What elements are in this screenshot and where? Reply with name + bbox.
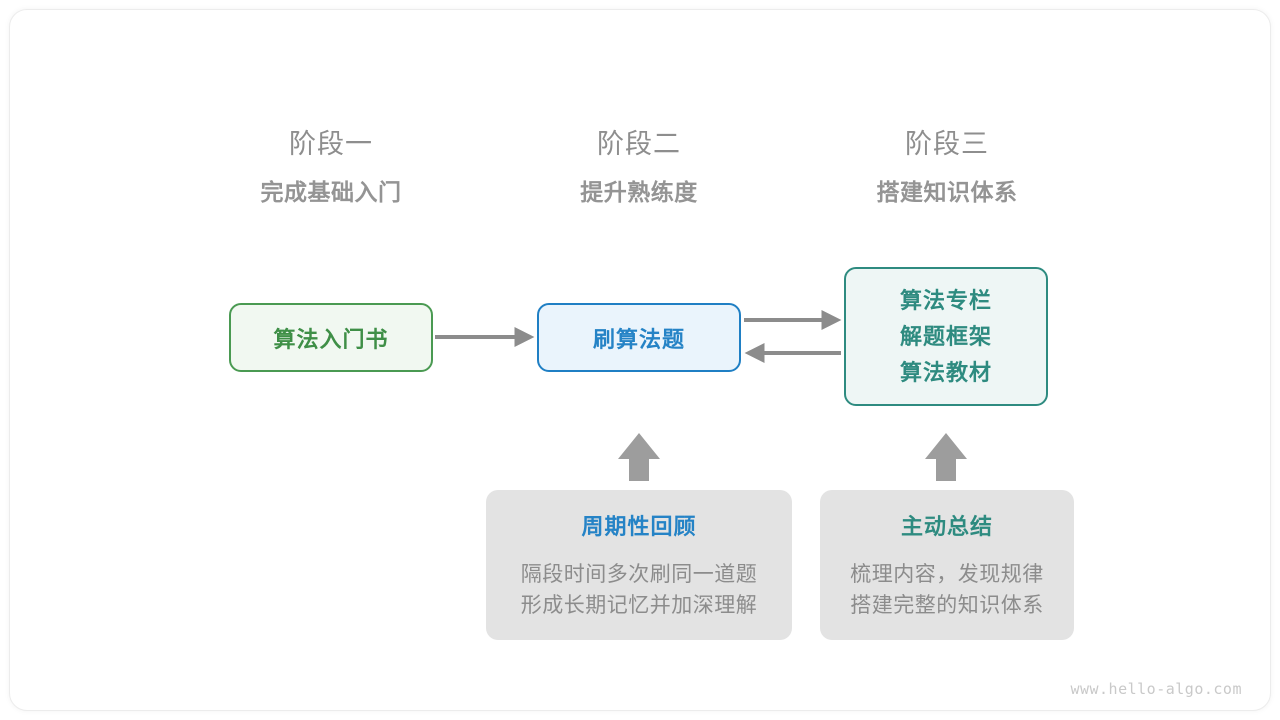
stage-2-title: 阶段二 [597,129,681,159]
stage-header-2: 阶段二 提升熟练度 [509,126,769,209]
node-knowledge-line-3: 算法教材 [899,359,992,385]
info-card-periodic-review-title: 周期性回顾 [581,514,697,539]
stage-1-title: 阶段一 [289,129,373,159]
node-intro-book-label: 算法入门书 [273,326,389,352]
node-knowledge-line-1: 算法专栏 [899,287,992,313]
stage-3-subtitle: 搭建知识体系 [876,179,1018,205]
stage-1-subtitle: 完成基础入门 [260,179,402,205]
stage-3-title: 阶段三 [905,129,989,159]
node-practice-label: 刷算法题 [592,326,685,352]
info-card-active-summary-body: 梳理内容，发现规律 搭建完整的知识体系 [850,559,1044,621]
stage-header-1: 阶段一 完成基础入门 [201,126,461,209]
node-knowledge-line-2: 解题框架 [899,323,992,349]
info-card-active-summary[interactable]: 主动总结 梳理内容，发现规律 搭建完整的知识体系 [820,490,1074,640]
info-card-active-summary-title: 主动总结 [900,514,993,539]
node-practice[interactable]: 刷算法题 [537,303,741,372]
stage-2-subtitle: 提升熟练度 [580,179,698,205]
info-card-periodic-review-line-2: 形成长期记忆并加深理解 [520,594,758,617]
info-card-periodic-review-body: 隔段时间多次刷同一道题 形成长期记忆并加深理解 [521,559,758,621]
info-card-active-summary-line-2: 搭建完整的知识体系 [850,594,1044,617]
info-card-periodic-review-line-1: 隔段时间多次刷同一道题 [520,563,758,586]
info-card-periodic-review[interactable]: 周期性回顾 隔段时间多次刷同一道题 形成长期记忆并加深理解 [486,490,792,640]
watermark: www.hello-algo.com [1070,680,1242,698]
node-intro-book[interactable]: 算法入门书 [229,303,433,372]
stage-header-3: 阶段三 搭建知识体系 [817,126,1077,209]
node-knowledge[interactable]: 算法专栏 解题框架 算法教材 [844,267,1048,406]
info-card-active-summary-line-1: 梳理内容，发现规律 [850,563,1044,586]
